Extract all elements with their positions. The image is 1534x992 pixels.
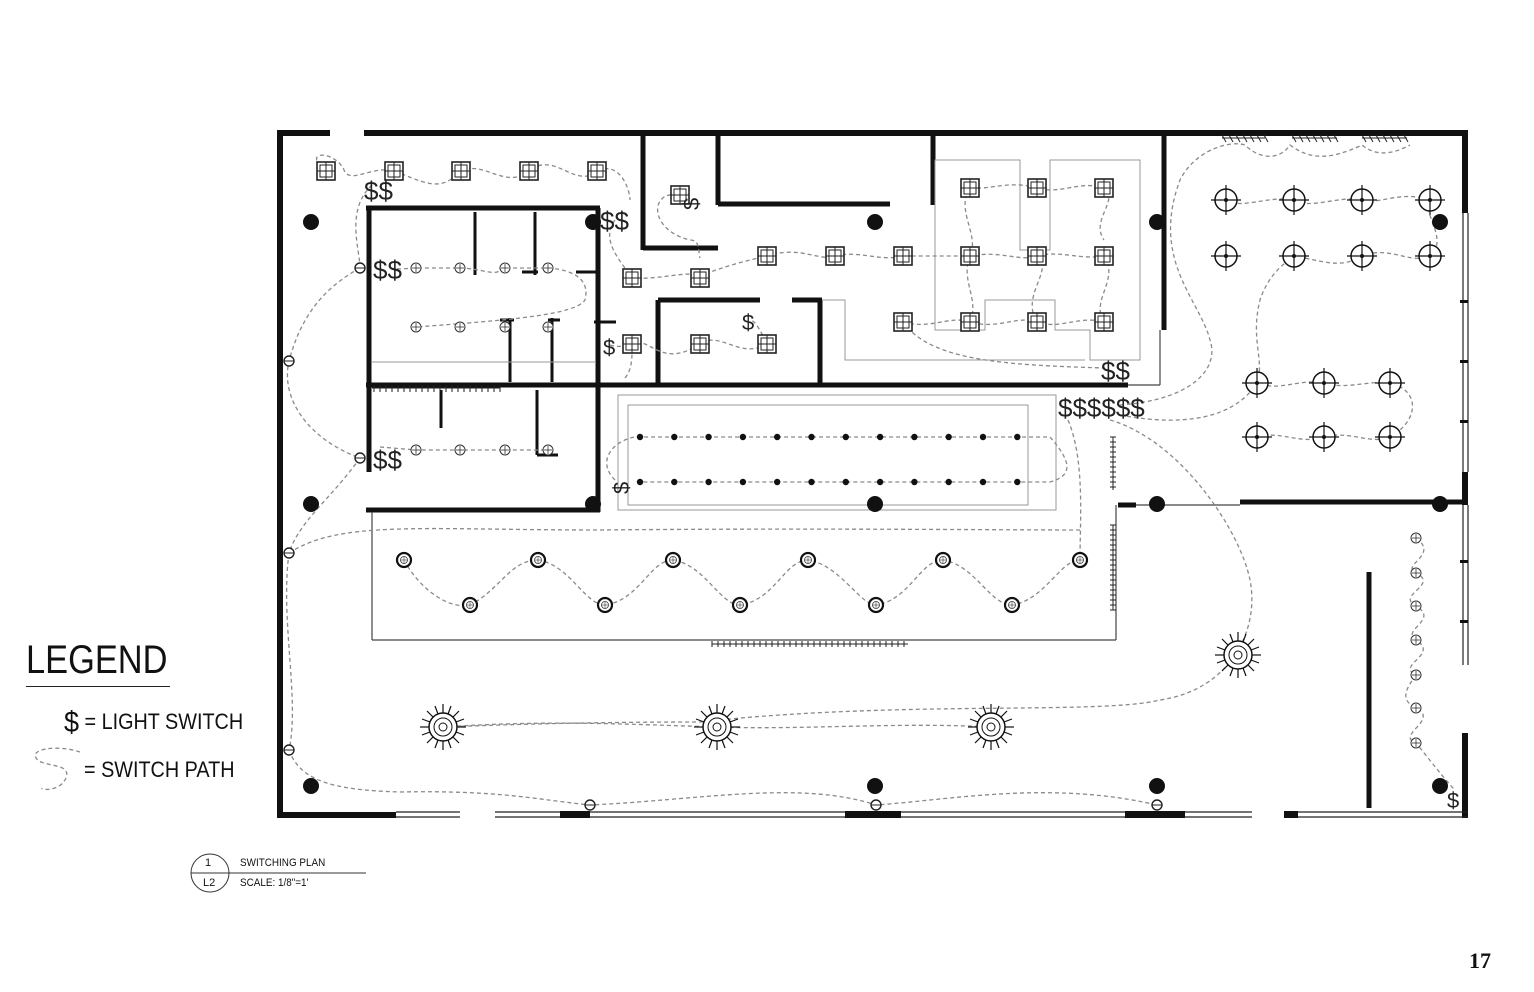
track-dot [911,433,918,441]
spotlight-fixtures [1210,184,1446,453]
switch-label: $$ [600,206,629,236]
tick-mark [1396,134,1402,143]
legend-switch-path-sample [34,747,81,791]
tick-mark [1249,134,1255,143]
light-switches: $$ $$ $$ $$ $ $ $ $$ $$$$$$ $ $ [364,176,1459,813]
track-dot [808,433,815,441]
tick-mark [1305,134,1311,143]
tick-marks [373,134,1409,647]
chandelier-fixtures [419,631,1262,751]
tick-mark [1361,134,1367,143]
switch-label: $$ [364,176,393,206]
track-dot [979,433,987,441]
drawing-number: 1 [205,857,212,869]
switch-label: $ [742,310,754,335]
track-dot [876,433,884,441]
partition-walls [439,212,616,457]
title-block-graphics [190,853,366,893]
page-number: 17 [1469,948,1491,973]
tick-mark [1382,134,1388,143]
pendant-fixtures [395,551,1089,614]
track-dot [671,478,678,486]
ceiling-ticks [372,137,1407,645]
tick-mark [1228,134,1234,143]
switch-label: $ [603,335,615,360]
track-dot [636,433,644,441]
tick-mark [1256,134,1262,143]
tick-mark [1403,134,1409,143]
track-dot [842,478,849,486]
track-dot [842,433,849,441]
tick-mark [1263,134,1269,143]
track-dot [945,478,952,486]
tick-mark [1319,134,1325,143]
track-dot [876,478,884,486]
track-dots [636,433,1021,486]
tick-mark [1389,134,1395,143]
legend-switch-path: = SWITCH PATH [84,757,235,783]
track-dot [911,478,918,486]
legend-switch-label: = LIGHT SWITCH [84,709,244,734]
switch-label: $ [1447,788,1459,813]
switch-label: $$ [373,445,402,475]
tick-mark [1326,134,1332,143]
track-dot [808,478,815,486]
tick-mark [1235,134,1241,143]
tick-mark [1375,134,1381,143]
track-dot [1014,433,1021,441]
track-dot [705,478,712,486]
track-dot [945,433,952,441]
legend-light-switch: $ = LIGHT SWITCH [64,706,243,740]
structural-columns [303,214,1448,794]
tick-mark [1368,134,1374,143]
drawing-title: SWITCHING PLAN [240,857,326,869]
window-mullions [560,300,1468,818]
tick-mark [1298,134,1304,143]
legend-path-label: = SWITCH PATH [84,757,235,782]
window-glazing [396,213,1469,818]
tick-mark [1242,134,1248,143]
tick-mark [1312,134,1318,143]
switch-label: $$ [373,255,402,285]
tick-mark [1221,134,1227,143]
track-dot [979,478,987,486]
track-dot [671,433,678,441]
track-dot [739,433,747,441]
tick-mark [1333,134,1339,143]
drawing-scale: SCALE: 1/8"=1' [240,877,309,889]
switch-paths [285,143,1456,806]
legend-underline [26,686,170,687]
thin-walls [371,330,1240,641]
exterior-walls [277,130,1468,818]
switch-label: $$ [1101,356,1130,386]
sheet-number: L2 [203,877,216,889]
track-dot [774,478,781,486]
interior-walls [366,136,1465,808]
track-dot [774,433,781,441]
track-dot [636,478,644,486]
legend-switch-symbol: $ [64,706,80,739]
track-dot [1014,478,1021,486]
ceiling-soffit-outline [372,159,1141,511]
switch-label: $ [679,198,704,210]
tick-mark [1291,134,1297,143]
switch-label: $$$$$$ [1058,393,1145,423]
switch-label: $ [609,482,634,494]
track-dot [705,433,712,441]
legend-title: LEGEND [26,638,168,682]
track-dot [739,478,747,486]
